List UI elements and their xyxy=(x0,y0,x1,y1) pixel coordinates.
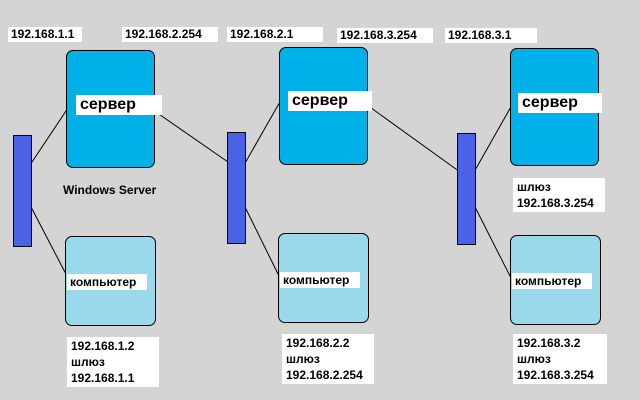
computer-1-gateway-label: шлюз xyxy=(71,355,105,369)
computer-1-info: 192.168.1.2 шлюз 192.168.1.1 xyxy=(67,337,159,387)
computer-3: компьютер xyxy=(510,235,601,325)
ip-label-2: 192.168.2.254 xyxy=(122,27,218,42)
link-switch1-computer1 xyxy=(29,204,69,279)
server-1-title: сервер xyxy=(76,95,162,115)
link-server2-switch3 xyxy=(366,104,461,173)
computer-2-gateway-label: шлюз xyxy=(286,352,320,366)
link-switch2-computer2 xyxy=(243,204,282,281)
computer-3-title: компьютер xyxy=(512,273,592,289)
server-3-gateway-label: шлюз xyxy=(517,180,551,194)
computer-2: компьютер xyxy=(278,233,369,323)
link-switch3-computer3 xyxy=(473,204,513,281)
link-switch3-server3 xyxy=(473,104,513,173)
server-2-title: сервер xyxy=(288,91,372,111)
link-server1-switch2 xyxy=(152,109,229,163)
computer-3-gateway-label: шлюз xyxy=(517,352,551,366)
computer-2-title: компьютер xyxy=(280,272,360,288)
computer-3-gateway-ip: 192.168.3.254 xyxy=(517,368,594,382)
computer-1: компьютер xyxy=(65,236,156,326)
computer-2-ip: 192.168.2.2 xyxy=(286,336,350,350)
server-3-title: сервер xyxy=(518,93,602,113)
computer-1-title: компьютер xyxy=(67,274,147,290)
server-1-caption: Windows Server xyxy=(63,183,157,197)
computer-2-info: 192.168.2.2 шлюз 192.168.2.254 xyxy=(282,334,374,384)
switch-2 xyxy=(227,132,246,244)
ip-label-1: 192.168.1.1 xyxy=(8,27,82,42)
computer-1-gateway-ip: 192.168.1.1 xyxy=(71,371,135,385)
computer-3-ip: 192.168.3.2 xyxy=(517,336,581,350)
computer-1-ip: 192.168.1.2 xyxy=(71,339,135,353)
ip-label-4: 192.168.3.254 xyxy=(337,28,433,43)
server-3: сервер xyxy=(510,48,602,166)
link-switch2-server2 xyxy=(243,99,282,166)
link-switch1-server1 xyxy=(29,107,69,166)
server-3-gateway: шлюз 192.168.3.254 xyxy=(513,178,605,212)
server-1: сервер xyxy=(66,50,162,168)
ip-label-5: 192.168.3.1 xyxy=(445,28,537,43)
ip-label-3: 192.168.2.1 xyxy=(227,27,323,42)
computer-3-info: 192.168.3.2 шлюз 192.168.3.254 xyxy=(513,334,607,384)
server-3-gateway-ip: 192.168.3.254 xyxy=(517,196,594,210)
server-2: сервер xyxy=(279,47,372,165)
switch-3 xyxy=(457,133,476,245)
switch-1 xyxy=(13,135,32,247)
computer-2-gateway-ip: 192.168.2.254 xyxy=(286,368,363,382)
